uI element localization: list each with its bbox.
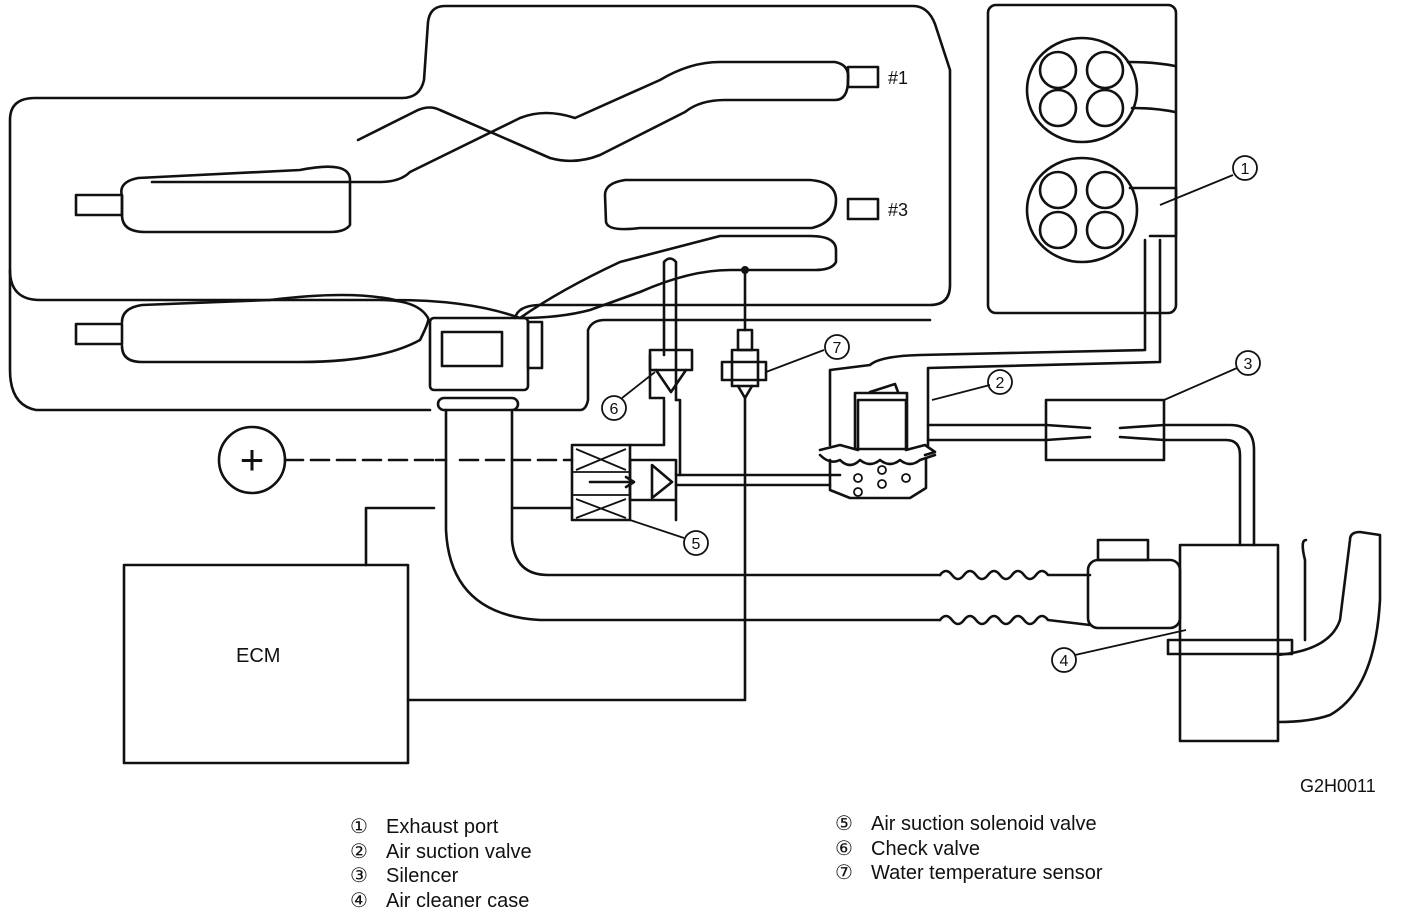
leader-5 [630,520,684,538]
cylinder-3-label: #3 [888,200,908,220]
leader-2 [932,385,990,400]
figure-code: G2H0011 [1300,776,1376,797]
bellows-lower [940,616,1090,625]
svg-text:5: 5 [692,536,701,553]
callout-7: 7 [825,335,849,359]
air-suction-valve [820,384,935,498]
battery-plus-label: + [240,436,265,483]
silencer-inner [1046,425,1164,440]
air-cleaner-flange [1168,640,1292,654]
callout-2: 2 [988,370,1012,394]
leader-1 [1160,175,1233,205]
exhaust-port-upper [1027,38,1175,142]
callout-5: 5 [684,531,708,555]
throttle-actuator [528,322,542,368]
svg-text:6: 6 [610,401,619,418]
air-cleaner-sensor [1098,540,1148,560]
injector-nozzle-2 [76,195,122,215]
leader-4 [1075,630,1186,655]
exhaust-port-lower [1027,158,1176,262]
intake-duct [446,410,940,620]
svg-text:3: 3 [1244,356,1253,373]
throttle-sensor [442,332,502,366]
runner-3 [605,180,836,229]
cylinder-1-label: #1 [888,68,908,88]
air-suction-solenoid-valve [572,445,830,520]
callout-3: 3 [1236,351,1260,375]
runner-2 [121,167,350,232]
ecm-label: ECM [236,645,280,667]
runner-1 [152,62,848,182]
injector-nozzle-3 [848,199,878,219]
leader-3 [1164,368,1237,400]
svg-text:1: 1 [1241,161,1250,178]
callout-6: 6 [602,396,626,420]
valve-to-silencer-pipe [928,425,1046,440]
air-cleaner-case [1180,545,1278,741]
throttle-body [430,318,528,390]
ecm-wire [366,508,572,565]
silencer-to-cleaner-pipe [1164,425,1254,545]
callout-1: 1 [1233,156,1257,180]
injector-nozzle-1 [848,67,878,87]
air-cleaner-snorkel-inner [1303,540,1306,640]
silencer [1046,400,1164,460]
injector-nozzle-4 [76,324,122,344]
svg-text:7: 7 [833,340,842,357]
leader-7 [766,350,824,372]
svg-text:4: 4 [1060,653,1069,670]
bellows-upper [940,571,1090,579]
exhaust-air-pipe [830,240,1160,445]
svg-text:2: 2 [996,375,1005,392]
check-valve [630,259,840,476]
throttle-flange [438,398,518,410]
air-cleaner-inlet [1088,560,1180,628]
air-cleaner-snorkel [1278,532,1380,722]
callout-4: 4 [1052,648,1076,672]
